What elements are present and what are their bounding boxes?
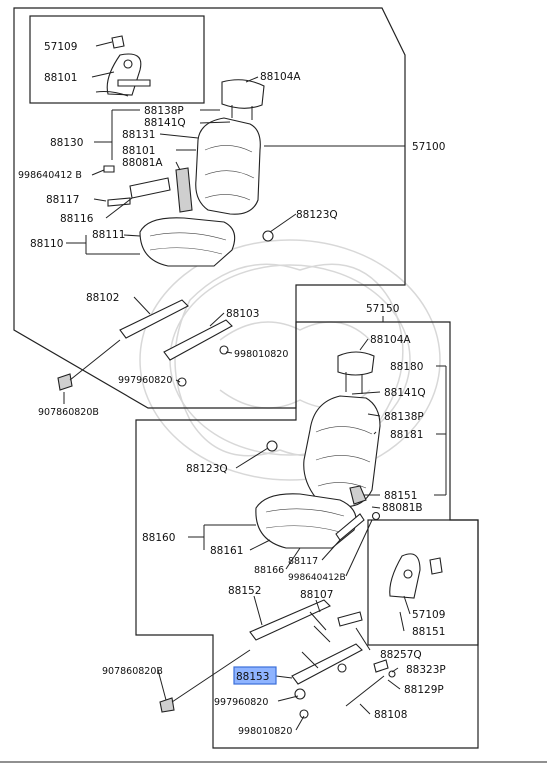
label-88117-upper[interactable]: 88117: [46, 194, 79, 206]
label-88081b[interactable]: 88081B: [382, 502, 423, 514]
leader-lines: [63, 41, 447, 731]
label-88131[interactable]: 88131: [122, 129, 155, 141]
watermark-emblem: [139, 239, 441, 481]
lower-assembly-frame: [135, 321, 479, 749]
label-88101-upper[interactable]: 88101: [44, 72, 77, 84]
label-88138p-upper[interactable]: 88138P: [144, 105, 184, 117]
label-88138p-lower[interactable]: 88138P: [384, 411, 424, 423]
label-88123q-upper[interactable]: 88123Q: [296, 209, 338, 221]
label-907860820b-lower[interactable]: 907860820B: [102, 666, 163, 677]
hinge-assembly-upper: [95, 35, 151, 97]
label-88152[interactable]: 88152: [228, 585, 261, 597]
label-997960820-lower[interactable]: 997960820: [214, 697, 268, 708]
label-88161[interactable]: 88161: [210, 545, 243, 557]
front-seat-back-upper: [103, 79, 274, 242]
label-88323p[interactable]: 88323P: [406, 664, 446, 676]
label-57150[interactable]: 57150: [366, 303, 399, 315]
label-88129p[interactable]: 88129P: [404, 684, 444, 696]
part-labels: 57109 88101 88104A 88138P 88141Q 88130 8…: [18, 41, 446, 737]
label-998640412b-lower[interactable]: 998640412B: [288, 573, 346, 583]
label-88257q[interactable]: 88257Q: [380, 649, 422, 661]
label-88102[interactable]: 88102: [86, 292, 119, 304]
label-88117-lower[interactable]: 88117: [288, 556, 318, 567]
label-88108[interactable]: 88108: [374, 709, 407, 721]
label-88116[interactable]: 88116: [60, 213, 94, 225]
label-88153[interactable]: 88153: [236, 671, 269, 683]
highlight-88153: [233, 666, 277, 685]
label-57109-lower[interactable]: 57109: [412, 609, 445, 621]
label-88104a-lower[interactable]: 88104A: [370, 334, 411, 346]
label-88081a[interactable]: 88081A: [122, 157, 163, 169]
label-88123q-lower[interactable]: 88123Q: [186, 463, 228, 475]
upper-assembly-frame: [13, 7, 406, 409]
label-88141q-lower[interactable]: 88141Q: [384, 387, 426, 399]
label-998010820-upper[interactable]: 998010820: [234, 349, 288, 360]
label-998640412b-upper[interactable]: 998640412 B: [18, 170, 82, 181]
seat-rails-lower: [159, 599, 396, 719]
seat-rails-upper: [57, 299, 233, 391]
label-88151-lower-b[interactable]: 88151: [412, 626, 445, 638]
label-88141q-upper[interactable]: 88141Q: [144, 117, 186, 129]
label-88111[interactable]: 88111: [92, 229, 125, 241]
label-57100[interactable]: 57100: [412, 141, 445, 153]
label-88104a-upper[interactable]: 88104A: [260, 71, 301, 83]
label-88107[interactable]: 88107: [300, 589, 333, 601]
front-seat-cushion-upper: [139, 217, 236, 267]
label-88110[interactable]: 88110: [30, 238, 63, 250]
label-88166[interactable]: 88166: [254, 565, 284, 576]
label-88180[interactable]: 88180: [390, 361, 423, 373]
label-997960820-upper[interactable]: 997960820: [118, 375, 172, 386]
rear-seat-cushion-lower: [255, 485, 381, 549]
label-57109-upper[interactable]: 57109: [44, 41, 77, 53]
hinge-assembly-lower: [389, 553, 443, 599]
label-88151-lower-a[interactable]: 88151: [384, 490, 417, 502]
label-88160[interactable]: 88160: [142, 532, 175, 544]
label-88101-upper-b[interactable]: 88101: [122, 145, 155, 157]
label-88130[interactable]: 88130: [50, 137, 83, 149]
label-88181[interactable]: 88181: [390, 429, 423, 441]
label-88103[interactable]: 88103: [226, 308, 259, 320]
rear-seat-back-lower: [266, 351, 381, 508]
label-998010820-lower[interactable]: 998010820: [238, 726, 292, 737]
label-907860820b-upper[interactable]: 907860820B: [38, 407, 99, 418]
